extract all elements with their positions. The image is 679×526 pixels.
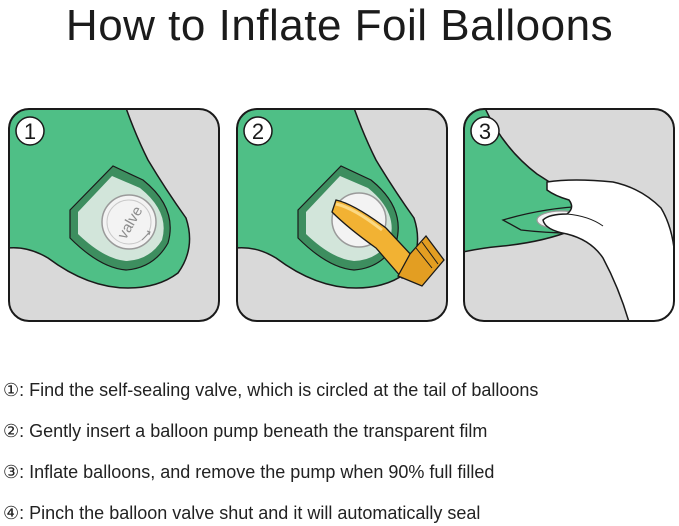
- step-3-illustration: valve 3: [463, 108, 675, 322]
- balloon-pump-icon: [331, 199, 445, 287]
- step-number-badge: [15, 116, 45, 146]
- step-number: 2: [252, 119, 264, 144]
- hand-icon: [542, 179, 674, 321]
- instruction-step-3: ③: Inflate balloons, and remove the pump…: [3, 462, 495, 482]
- step-number-badge: [243, 116, 273, 146]
- page-title: How to Inflate Foil Balloons: [65, 1, 614, 50]
- instruction-step-1: ①: Find the self-sealing valve, which is…: [3, 380, 539, 400]
- step-number: 3: [479, 119, 491, 144]
- step-number: 1: [24, 119, 36, 144]
- valve-icon: valve: [101, 194, 157, 250]
- step-2-illustration: 2: [236, 108, 448, 322]
- step-number-badge: [470, 116, 500, 146]
- instruction-step-4: ④: Pinch the balloon valve shut and it w…: [3, 503, 481, 523]
- step-1-illustration: 1 valve: [8, 108, 220, 322]
- instruction-step-2: ②: Gently insert a balloon pump beneath …: [3, 421, 488, 441]
